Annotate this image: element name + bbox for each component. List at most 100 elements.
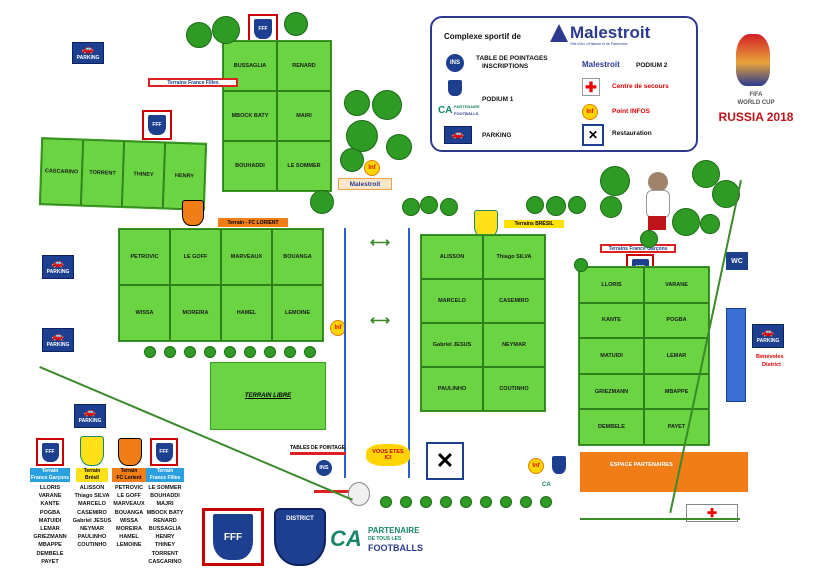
team-header-line: Terrain	[41, 468, 59, 474]
team-player: VARANE	[38, 493, 62, 500]
terrain-libre-label: TERRAIN LIBRE	[244, 393, 292, 399]
team-player: LEMAR	[40, 526, 60, 533]
team-header-lorient: Terrain FC Lorient	[112, 468, 146, 482]
team-player: CASCARINO	[148, 558, 182, 565]
ca-partner-logo: CA PARTENAIRE DE TOUS LES FOOTBALLS	[330, 524, 440, 558]
field-player: MOREIRA	[170, 285, 221, 341]
field-france-filles-top[interactable]: BUSSAGLIA RENARD MBOCK BATY MAIRI BOUHAD…	[222, 40, 332, 192]
team-player: MARCELO	[78, 501, 106, 508]
first-aid-icon: ✚	[582, 78, 600, 96]
field-player: LLORIS	[579, 267, 644, 303]
team-player: THINEY	[154, 542, 176, 549]
field-lorient[interactable]: PETROVIC LE GOFF MARVEAUX BOUANGA WISSA …	[118, 228, 324, 342]
parking-lower-left[interactable]: 🚗PARKING	[42, 328, 74, 352]
info-point-bottom[interactable]: Inf	[528, 458, 544, 474]
car-icon: 🚗	[761, 327, 775, 338]
team-header-line: FC Lorient	[116, 474, 142, 481]
team-header-bresil: Terrain Brésil	[76, 468, 108, 482]
road-line-2	[408, 228, 410, 478]
team-player: KANTE	[40, 501, 60, 508]
field-player: MARCELO	[421, 279, 483, 323]
tree	[402, 198, 420, 216]
info-point-top[interactable]: Inf	[364, 160, 380, 176]
team-player: LEMOINE	[116, 542, 142, 549]
malestroit-logo-name: Malestroit	[570, 23, 651, 42]
fff-badge-icon: FFF	[254, 19, 272, 39]
team-player: LE GOFF	[117, 493, 141, 500]
world-cup-title: RUSSIA 2018	[718, 110, 794, 124]
legend-ins-label-2: INSCRIPTIONS	[482, 63, 529, 70]
field-terrain-libre[interactable]: TERRAIN LIBRE	[210, 362, 326, 430]
team-player: MBAPPE	[38, 542, 62, 549]
team-player: PAULINHO	[77, 534, 107, 541]
team-player: LLORIS	[39, 485, 61, 491]
legend-ca-line2: FOOTBALLS	[454, 111, 479, 116]
car-icon: 🚗	[81, 44, 95, 55]
tree	[440, 496, 452, 508]
world-cup-emblem	[736, 34, 770, 86]
field-player: MBAPPE	[644, 373, 709, 410]
restaurant-point[interactable]: ✕	[426, 442, 464, 480]
parking-label: PARKING	[756, 338, 780, 344]
team-header-france-garcons: Terrain France Garçons	[30, 468, 70, 482]
benevoles-building	[726, 308, 746, 402]
parking-top-left[interactable]: 🚗PARKING	[72, 42, 104, 64]
field-player: KANTE	[579, 302, 644, 339]
mascot-legs	[648, 216, 666, 230]
world-cup-logo: FIFA WORLD CUP RUSSIA 2018	[712, 30, 800, 130]
team-list-france-garcons: LLORIS VARANE KANTE POGBA MATUIDI LEMAR …	[28, 484, 72, 566]
mascot-zabivaka	[640, 172, 674, 232]
team-header-france-filles: Terrain France Filles	[146, 468, 184, 482]
field-france-garcons[interactable]: LLORIS VARANE KANTE POGBA MATUIDI LEMAR …	[578, 266, 710, 446]
ca-partner-line1: PARTENAIRE	[368, 526, 420, 535]
field-player: Thiago SILVA	[483, 235, 545, 279]
team-header-line: Terrain	[83, 468, 101, 474]
tree	[480, 496, 492, 508]
fff-small-icon	[448, 80, 462, 96]
field-player: MAIRI	[277, 91, 331, 141]
tree	[520, 496, 532, 508]
parking-bottom-left[interactable]: 🚗PARKING	[74, 404, 106, 428]
path-line-bottom	[580, 518, 740, 520]
tree	[380, 496, 392, 508]
team-player: BUSSAGLIA	[148, 526, 182, 533]
tree	[600, 196, 622, 218]
field-player: MARVEAUX	[221, 229, 272, 285]
team-badge-france-garcons: FFF	[36, 438, 64, 466]
field-player: BOUANGA	[272, 229, 323, 285]
tree	[372, 90, 402, 120]
field-player: TORRENT	[80, 139, 125, 207]
parking-mid-left[interactable]: 🚗PARKING	[42, 255, 74, 279]
wc-sign[interactable]: WC	[726, 252, 748, 270]
tree	[386, 134, 412, 160]
tree	[420, 196, 438, 214]
world-cup-brand: FIFA	[749, 92, 763, 98]
team-player: RENARD	[153, 517, 177, 524]
team-player: TORRENT	[151, 550, 179, 557]
fff-logo-large: FFF	[202, 508, 264, 566]
field-france-filles-left[interactable]: CASCARINO TORRENT THINEY HENRY	[38, 137, 208, 211]
field-player: GRIEZMANN	[579, 373, 644, 410]
espace-partenaires[interactable]: ESPACE PARTENAIRES	[580, 452, 748, 492]
tree	[546, 196, 566, 216]
field-player: POGBA	[644, 302, 709, 339]
first-aid-post[interactable]: ✚	[686, 504, 738, 522]
team-list-bresil: ALISSON Thiago SILVA MARCELO CASEMIRO Ga…	[72, 484, 112, 550]
ca-partner-line3: FOOTBALLS	[368, 543, 423, 553]
field-player: HAMEL	[221, 285, 272, 341]
tables-pointage-line	[290, 452, 346, 455]
tree	[346, 120, 378, 152]
tree	[500, 496, 512, 508]
tree	[526, 196, 544, 214]
tree	[460, 496, 472, 508]
fff-badge-icon: FFF	[41, 442, 59, 462]
tree	[310, 190, 334, 214]
ins-point[interactable]: INS	[316, 460, 332, 476]
tree	[440, 198, 458, 216]
team-player: CASEMIRO	[77, 509, 107, 516]
field-player: PAULINHO	[421, 367, 483, 411]
banner-lorient: Terrain - FC LORIENT	[218, 218, 288, 227]
parking-right[interactable]: 🚗PARKING	[752, 324, 784, 348]
field-bresil[interactable]: ALISSON Thiago SILVA MARCELO CASEMIRO Ga…	[420, 234, 546, 412]
bresil-badge	[474, 210, 498, 238]
